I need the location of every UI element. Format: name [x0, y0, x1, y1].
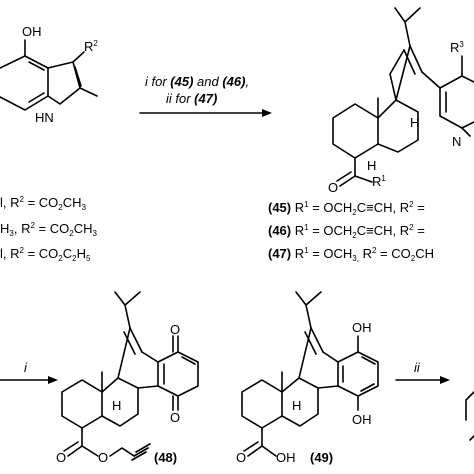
compound-49-structure: OH OH H O OH (49) [236, 291, 379, 465]
reactant-oh-label: OH [22, 24, 42, 39]
compound-48-o-ester: O [98, 450, 108, 465]
compound-48-o-bottom: O [170, 410, 180, 425]
reaction-arrow-1: i for (45) and (46), ii for (47) [139, 74, 272, 117]
reactant-subst-2: H3, R2 = CO2CH3 [0, 221, 97, 238]
reaction-arrow-3: ii [395, 360, 474, 441]
product-o-label: O [328, 180, 338, 195]
product-h-label-2: H [367, 158, 376, 173]
reaction-2-reagent: i [24, 360, 28, 375]
reaction-1-conditions-line-1: i for (45) and (46), [145, 74, 249, 89]
reactant-r2-label: R2 [84, 39, 98, 54]
compound-49-oh-top: OH [352, 320, 372, 335]
compound-49-oh-bottom: OH [352, 412, 372, 427]
reactant-subst-3: l, R2 = CO2C2H5 [0, 246, 91, 263]
reaction-arrow-2: i [0, 360, 58, 384]
product-nh-label: N [452, 134, 461, 149]
product-45-47-labels: (45) R1 = OCH2C≡CH, R2 = (46) R1 = OCH2C… [268, 200, 434, 263]
product-r3-label: R3 [450, 40, 464, 55]
label-46: (46) R1 = OCH2C≡CH, R2 = [268, 223, 425, 240]
label-45: (45) R1 = OCH2C≡CH, R2 = [268, 200, 425, 217]
product-h-label-1: H [410, 115, 419, 130]
compound-48-h-label: H [112, 398, 121, 413]
compound-49-oh-acid: OH [276, 450, 296, 465]
reaction-1-conditions-line-2: ii for (47) [166, 91, 217, 106]
compound-48-o-top: O [170, 322, 180, 337]
compound-49-o-carbonyl: O [236, 450, 246, 465]
product-r1-label: R1 [372, 174, 386, 189]
reaction-3-reagent: ii [414, 360, 421, 375]
product-45-47-structure: R3 N H H O R1 [328, 7, 474, 195]
reactant-nh-label: HN [35, 110, 54, 125]
label-47: (47) R1 = OCH3, R2 = CO2CH [268, 246, 434, 263]
compound-49-h-label: H [292, 398, 301, 413]
compound-48-structure: O O H O O (48) [56, 291, 199, 465]
compound-49-label: (49) [310, 450, 333, 465]
compound-48-label: (48) [154, 450, 177, 465]
compound-48-o-carbonyl: O [56, 450, 66, 465]
reactant-indole: OH R2 HN l, R2 = CO2CH3 H3, R2 = CO2CH3 … [0, 24, 98, 263]
reactant-subst-1: l, R2 = CO2CH3 [0, 195, 87, 212]
